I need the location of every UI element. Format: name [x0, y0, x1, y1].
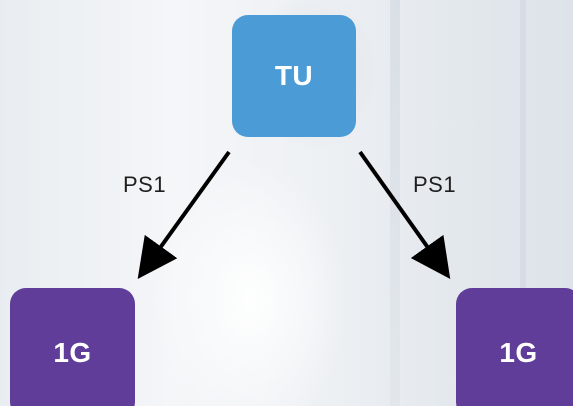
- arrow-right: [358, 150, 451, 280]
- node-1g-left-label: 1G: [53, 337, 92, 368]
- node-1g-right: 1G: [456, 288, 573, 406]
- node-tu: TU: [232, 15, 356, 137]
- edge-label-left: PS1: [123, 172, 167, 197]
- arrow-left: [137, 150, 231, 279]
- node-1g-left: 1G: [10, 288, 135, 406]
- edge-label-right: PS1: [413, 172, 457, 197]
- background-pillar-right: [520, 0, 526, 406]
- node-tu-label: TU: [274, 60, 314, 91]
- node-1g-right-label: 1G: [499, 337, 538, 368]
